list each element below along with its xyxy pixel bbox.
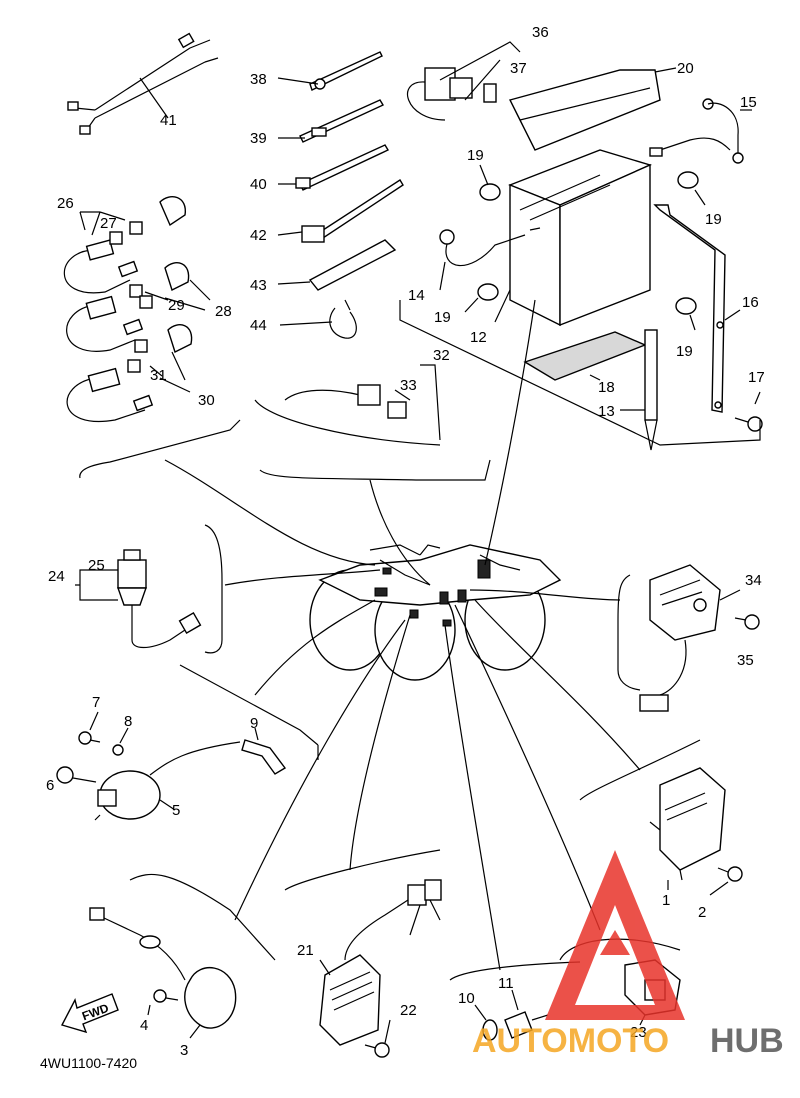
callout-31: 31: [150, 367, 167, 384]
callout-26: 26: [57, 195, 74, 212]
callout-25: 25: [88, 557, 105, 574]
wire-harness-21: [319, 879, 442, 1058]
callout-30: 30: [198, 392, 215, 409]
wire-harness-41: [67, 32, 219, 135]
fuse-holder-36: [407, 41, 521, 121]
watermark-text-2: HUB: [710, 1022, 784, 1060]
callout-42: 42: [250, 227, 267, 244]
callout-3: 3: [180, 1042, 188, 1059]
callout-29: 29: [168, 297, 185, 314]
callout-38: 38: [250, 71, 267, 88]
rectifier-regulator-34: [639, 564, 760, 712]
battery-12: [494, 149, 653, 327]
callout-44: 44: [250, 317, 267, 334]
callout-27: 27: [100, 215, 117, 232]
callout-41: 41: [160, 112, 177, 129]
section-brackets: [79, 399, 701, 981]
callout-28: 28: [215, 303, 232, 320]
callout-10: 10: [458, 990, 475, 1007]
callout-8: 8: [124, 713, 132, 730]
callout-5: 5: [172, 802, 180, 819]
callout-20: 20: [677, 60, 694, 77]
callout-43: 43: [250, 277, 267, 294]
starter-relay-5: [94, 739, 287, 821]
callout-23: 23: [630, 1024, 647, 1041]
callout-35: 35: [737, 652, 754, 669]
watermark-text-1: AUTOMOTO: [472, 1022, 669, 1060]
battery-cover-20: [508, 67, 677, 151]
callout-12: 12: [470, 329, 487, 346]
callout-34: 34: [745, 572, 762, 589]
battery-band-18: [523, 331, 647, 381]
callout-19c: 19: [434, 309, 451, 326]
leader-lines: [164, 299, 641, 971]
callout-1: 1: [662, 892, 670, 909]
bolt-17: [734, 391, 763, 432]
cdi-unit-1: [649, 767, 743, 896]
bolts-6-7-8: [56, 711, 259, 784]
callout-22: 22: [400, 1002, 417, 1019]
atv-vehicle: [309, 544, 562, 681]
callout-24: 24: [48, 568, 65, 585]
diagram-code: 4WU1100-7420: [40, 1055, 137, 1071]
callout-13: 13: [598, 403, 615, 420]
callout-18: 18: [598, 379, 615, 396]
main-switch-24: [75, 549, 202, 649]
callout-17: 17: [748, 369, 765, 386]
callout-40: 40: [250, 176, 267, 193]
callout-32: 32: [433, 347, 450, 364]
callout-15: 15: [740, 94, 757, 111]
neutral-switch-11: [474, 989, 549, 1041]
sub-harness-32: [284, 364, 441, 441]
callout-9: 9: [250, 715, 258, 732]
battery-lead-14: [439, 229, 526, 291]
watermark-logo: AUTOMOTO HUB: [472, 850, 784, 1060]
callout-19a: 19: [467, 147, 484, 164]
breather-hose-13: [644, 329, 658, 451]
callout-39: 39: [250, 130, 267, 147]
fwd-label: FWD: [80, 1001, 111, 1024]
battery-lead-15: [649, 98, 752, 164]
callout-19d: 19: [676, 343, 693, 360]
callout-4: 4: [140, 1017, 148, 1034]
callout-6: 6: [46, 777, 54, 794]
callout-16: 16: [742, 294, 759, 311]
callout-36: 36: [532, 24, 549, 41]
cable-ties: [277, 51, 404, 339]
callout-7: 7: [92, 694, 100, 711]
callout-14: 14: [408, 287, 425, 304]
fwd-arrow: FWD: [60, 993, 119, 1034]
pickup-coil-3: [89, 907, 237, 1039]
callout-11: 11: [498, 975, 514, 992]
damper-19: [464, 164, 706, 331]
callout-19b: 19: [705, 211, 722, 228]
callout-33: 33: [400, 377, 417, 394]
callout-2: 2: [698, 904, 706, 921]
plug-wires: [63, 196, 211, 422]
callout-37: 37: [510, 60, 527, 77]
battery-bracket-16: [653, 204, 741, 413]
callout-21: 21: [297, 942, 314, 959]
